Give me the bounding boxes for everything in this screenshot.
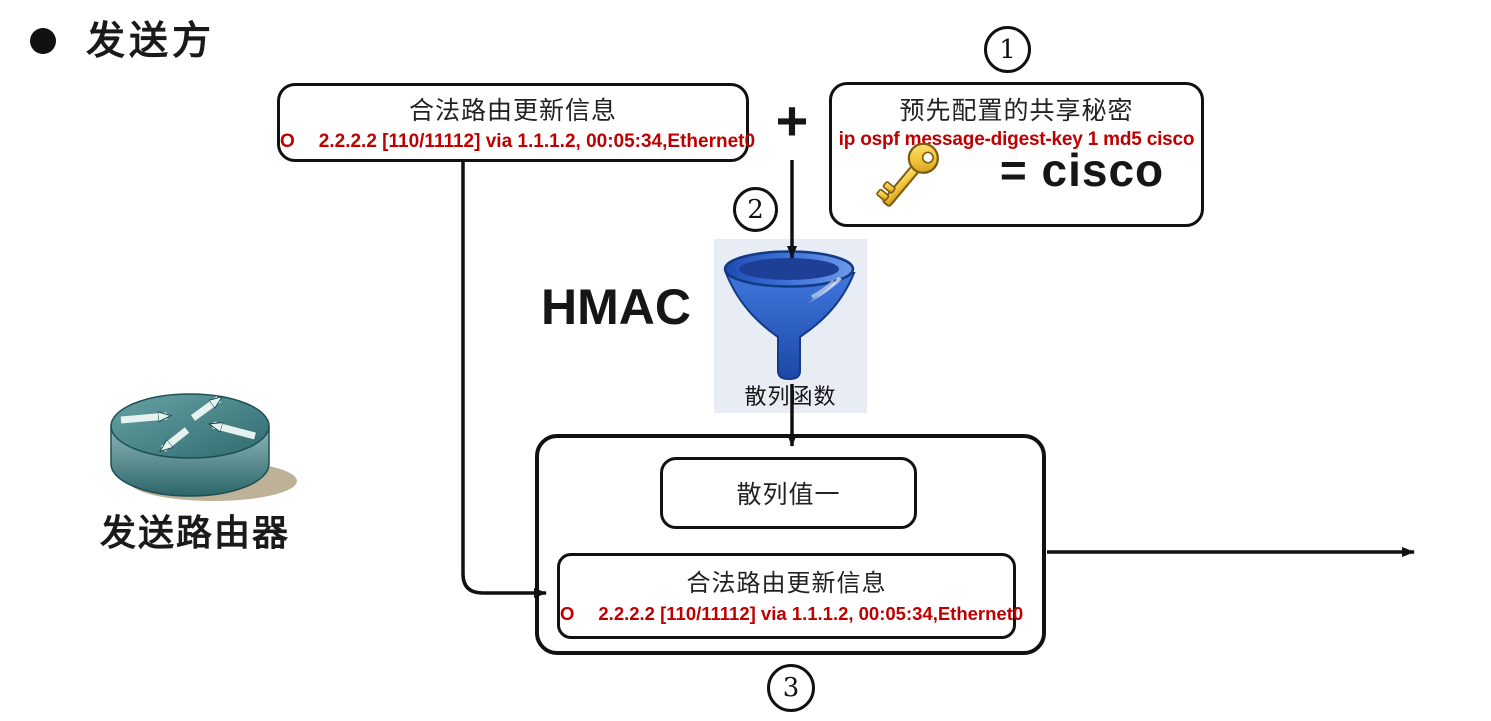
key-row: = cisco: [832, 139, 1201, 227]
key-icon: [876, 142, 939, 207]
shared-secret-title: 预先配置的共享秘密: [899, 97, 1134, 125]
step-3-number: 3: [782, 673, 800, 703]
step-3-badge: 3: [767, 664, 815, 712]
route-code-inner: O: [560, 603, 575, 624]
route-detail: 2.2.2.2 [110/11112] via 1.1.1.2, 00:05:3…: [318, 131, 756, 152]
route-update-box: 合法路由更新信息 O 2.2.2.2 [110/11112] via 1.1.1.…: [277, 83, 755, 162]
step-2-badge: 2: [733, 187, 778, 232]
hmac-label: HMAC: [541, 279, 691, 335]
router-label: 发送路由器: [99, 512, 290, 553]
step-2-number: 2: [747, 194, 764, 225]
hash-value-box: 散列值一: [660, 457, 917, 529]
arrow-route-to-digest: [461, 161, 547, 598]
bullet-icon: [30, 28, 56, 54]
router-icon: [110, 393, 297, 501]
hash-function-block: 散列函数: [714, 239, 867, 413]
router-arrows: [120, 399, 256, 449]
route-update-inner-title: 合法路由更新信息: [686, 570, 887, 597]
route-update-title: 合法路由更新信息: [408, 97, 617, 125]
router-top: [110, 393, 270, 459]
funnel-mouth-inner: [739, 258, 839, 280]
funnel-cone: [724, 272, 856, 381]
hash-value-label: 散列值一: [736, 481, 841, 509]
shared-secret-box: 预先配置的共享秘密 ip ospf message-digest-key 1 m…: [829, 82, 1204, 227]
route-update-entry: O 2.2.2.2 [110/11112] via 1.1.1.2, 00:05:…: [280, 131, 755, 153]
step-1-badge: 1: [984, 26, 1031, 73]
funnel-icon: [723, 250, 856, 381]
route-code: O: [280, 131, 295, 152]
route-update-inner-entry: O 2.2.2.2 [110/11112] via 1.1.1.2, 00:05:…: [560, 603, 1023, 625]
step-1-number: 1: [999, 34, 1016, 65]
route-detail-inner: 2.2.2.2 [110/11112] via 1.1.1.2, 00:05:3…: [598, 603, 1024, 624]
route-update-box-inner: 合法路由更新信息 O 2.2.2.2 [110/11112] via 1.1.1.…: [557, 553, 1023, 639]
plus-operator: +: [775, 89, 809, 152]
section-title: 发送方: [86, 20, 216, 63]
key-equals-text: = cisco: [999, 144, 1165, 196]
hash-function-label: 散列函数: [744, 384, 837, 409]
